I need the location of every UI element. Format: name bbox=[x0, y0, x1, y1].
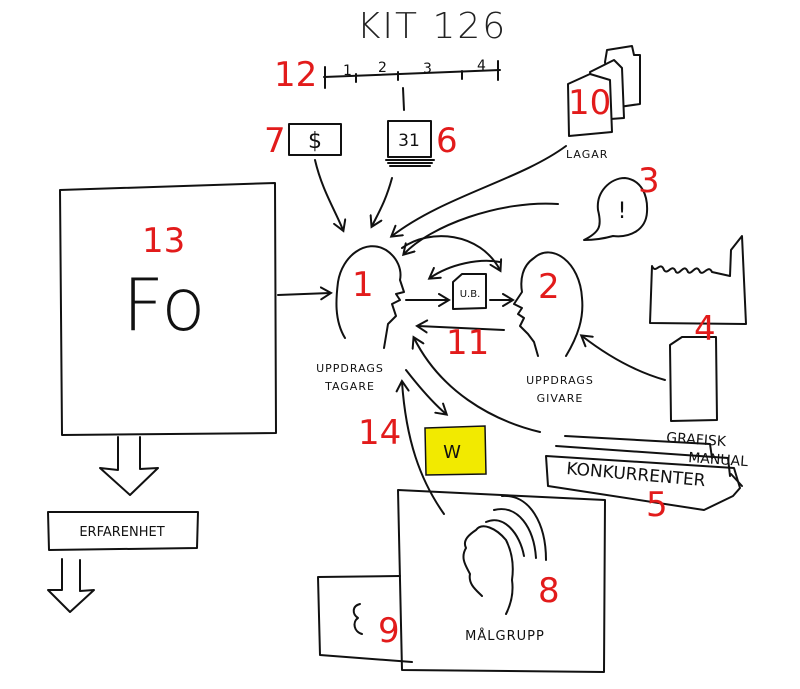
number-6: 6 bbox=[436, 121, 458, 161]
number-11: 11 bbox=[446, 323, 489, 363]
number-4: 4 bbox=[694, 309, 716, 349]
number-8: 8 bbox=[538, 571, 560, 611]
number-7: 7 bbox=[264, 121, 286, 161]
money-box: $ bbox=[288, 123, 342, 156]
number-2: 2 bbox=[538, 267, 560, 307]
arrow-money-to-person-1 bbox=[314, 159, 347, 233]
timeline-tick-4: 4 bbox=[477, 58, 486, 74]
erfarenhet-box: ERFARENHET bbox=[47, 511, 199, 551]
speech-bubble: ! bbox=[583, 177, 649, 241]
reference-numbers: 1 2 3 4 5 6 7 8 9 10 11 12 13 14 bbox=[142, 55, 716, 651]
diagram-title: KIT 126 bbox=[357, 6, 507, 47]
arrow-person-2-to-person-1 bbox=[415, 319, 505, 334]
timeline-tick-1: 1 bbox=[343, 63, 352, 79]
timeline: 1 2 3 4 bbox=[323, 58, 501, 111]
grafisk-manual-document: GRAFISK MANUAL bbox=[666, 336, 749, 470]
arrow-curve-to-person-2 bbox=[401, 235, 503, 273]
flow-arrows bbox=[277, 145, 666, 515]
uppdragstagare-line-2: TAGARE bbox=[324, 380, 375, 393]
number-14: 14 bbox=[358, 413, 401, 453]
grafisk-manual-line-1: GRAFISK bbox=[666, 430, 728, 450]
money-symbol: $ bbox=[308, 129, 322, 154]
sticky-note: W bbox=[424, 425, 487, 476]
calendar-date: 31 bbox=[398, 131, 420, 151]
arrow-factory-to-person-2 bbox=[579, 334, 666, 381]
malgrupp-label: MÅLGRUPP bbox=[465, 628, 545, 644]
hollow-arrow-2 bbox=[47, 558, 95, 613]
fo-label: Fo bbox=[123, 263, 206, 347]
sticky-note-label: W bbox=[443, 442, 461, 463]
number-13: 13 bbox=[142, 221, 185, 261]
timeline-tick-3: 3 bbox=[423, 61, 432, 77]
exclamation-mark: ! bbox=[618, 199, 627, 224]
arrow-konkurrenter-to-person-1 bbox=[411, 335, 541, 433]
uppdragsgivare-head: UPPDRAGS GIVARE bbox=[513, 251, 594, 405]
uppdragstagare-head: UPPDRAGS TAGARE bbox=[316, 245, 405, 393]
number-12: 12 bbox=[274, 55, 317, 95]
hollow-arrow-1 bbox=[99, 436, 159, 496]
timeline-tick-2: 2 bbox=[378, 60, 387, 76]
arrow-bubble-to-person-1 bbox=[401, 202, 559, 257]
fo-box: Fo bbox=[59, 182, 277, 436]
arrow-malgrupp-to-person-1 bbox=[395, 379, 445, 515]
lagar-label: LAGAR bbox=[566, 148, 608, 161]
number-10: 10 bbox=[568, 83, 611, 123]
secondary-audience-box bbox=[317, 575, 413, 663]
factory-icon bbox=[649, 235, 747, 325]
arrow-fo-to-person-1 bbox=[277, 286, 333, 301]
arrow-calendar-to-person-1 bbox=[369, 177, 393, 229]
number-1: 1 bbox=[352, 265, 374, 305]
lagar-documents: LAGAR bbox=[566, 45, 641, 161]
calendar-icon: 31 bbox=[385, 120, 435, 167]
ub-document: U.B. bbox=[452, 273, 487, 310]
arrow-lagar-to-person-1 bbox=[389, 145, 567, 238]
erfarenhet-label: ERFARENHET bbox=[79, 525, 164, 540]
uppdragsgivare-line-1: UPPDRAGS bbox=[526, 374, 594, 387]
arrow-person-1-to-sticky bbox=[405, 369, 449, 416]
number-3: 3 bbox=[638, 161, 660, 201]
number-5: 5 bbox=[646, 485, 668, 525]
ub-label: U.B. bbox=[460, 289, 481, 300]
konkurrenter-label: KONKURRENTER bbox=[566, 459, 707, 491]
number-9: 9 bbox=[378, 611, 400, 651]
uppdragsgivare-line-2: GIVARE bbox=[537, 392, 584, 405]
uppdragstagare-line-1: UPPDRAGS bbox=[316, 362, 384, 375]
arrow-person-2-to-center bbox=[427, 259, 501, 280]
malgrupp-box: MÅLGRUPP bbox=[397, 489, 606, 673]
